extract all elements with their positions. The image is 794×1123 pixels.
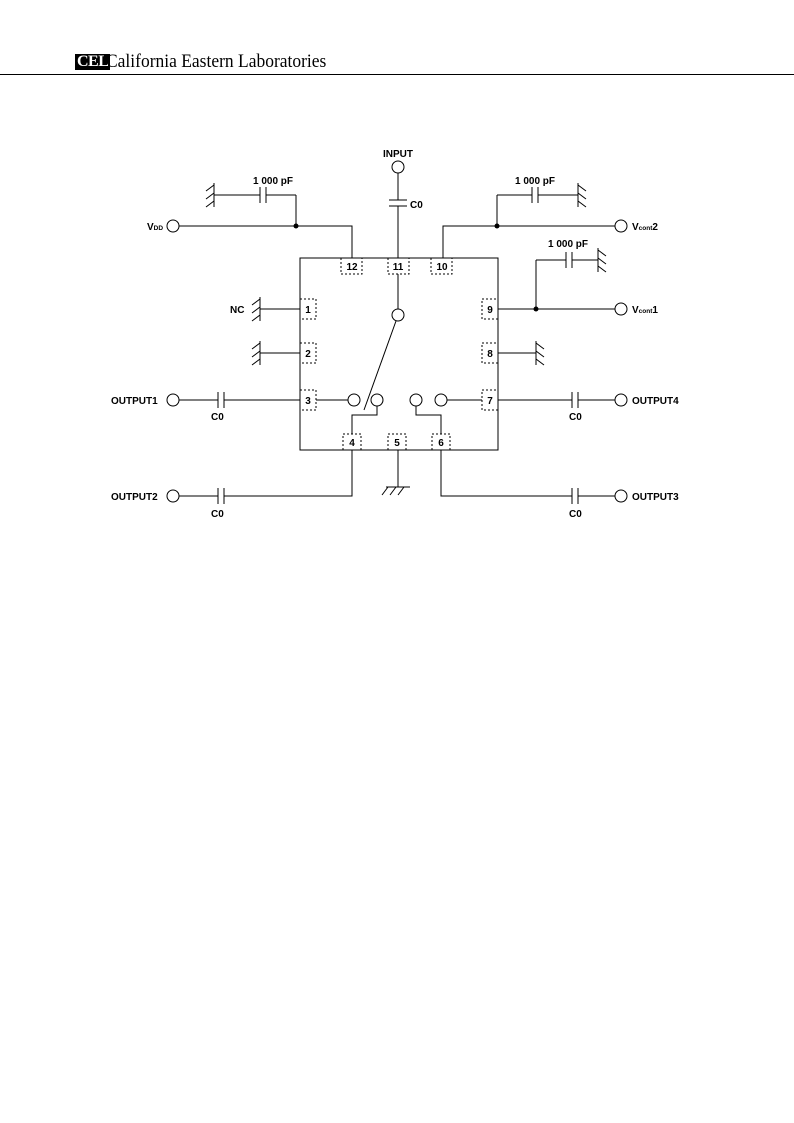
vcont1-cap-label: 1 000 pF: [548, 239, 588, 250]
pin-label-10: 10: [436, 262, 448, 273]
output3-label: OUTPUT3: [632, 492, 679, 503]
vcont1-junction: [533, 306, 539, 312]
output2-cap-label: C0: [211, 509, 224, 520]
vcont2-wire: [442, 225, 615, 258]
input-cap-label: C0: [410, 200, 423, 211]
pin-label-4: 4: [349, 438, 355, 449]
pin-label-9: 9: [487, 305, 493, 316]
pin-label-2: 2: [305, 349, 311, 360]
internal-pin4-wire: [351, 406, 378, 434]
pin-label-6: 6: [438, 438, 444, 449]
vdd-label: VDD: [147, 222, 163, 233]
nc-label: NC: [230, 305, 244, 316]
vcont1-terminal: [614, 302, 628, 316]
vdd-wire: [179, 225, 353, 258]
switch-contact-4: [434, 393, 448, 407]
pin-label-11: 11: [393, 262, 404, 273]
vcont2-terminal: [614, 219, 628, 233]
pin-label-3: 3: [305, 396, 311, 407]
input-terminal: [391, 160, 405, 174]
pin-label-12: 12: [346, 262, 358, 273]
output2-terminal: [166, 489, 180, 503]
switch-blade: [363, 320, 397, 411]
pin-box-11: [387, 257, 410, 275]
switch-contact-3: [409, 393, 423, 407]
pin-label-5: 5: [394, 438, 400, 449]
pin-box-12: [340, 257, 363, 275]
output3-terminal: [614, 489, 628, 503]
vdd-junction: [293, 223, 299, 229]
cel-logo: CEL: [75, 53, 111, 70]
output1-terminal: [166, 393, 180, 407]
pin-label-8: 8: [487, 349, 493, 360]
pin-label-1: 1: [305, 305, 311, 316]
pin-box-10: [430, 257, 453, 275]
output4-cap-label: C0: [569, 412, 582, 423]
header-rule: [0, 74, 794, 75]
output3-cap-label: C0: [569, 509, 582, 520]
switch-common: [391, 308, 405, 322]
vdd-cap-label: 1 000 pF: [253, 176, 293, 187]
vcont2-junction: [494, 223, 500, 229]
input-label: INPUT: [383, 149, 413, 160]
pin-box-5: [387, 433, 407, 451]
output2-label: OUTPUT2: [111, 492, 158, 503]
internal-pin6-wire: [415, 406, 442, 434]
ic-body: [299, 257, 499, 451]
output1-label: OUTPUT1: [111, 396, 158, 407]
output4-label: OUTPUT4: [632, 396, 679, 407]
pin-label-7: 7: [487, 396, 493, 407]
vdd-terminal: [166, 219, 180, 233]
vcont1-label: Vcont1: [632, 305, 658, 316]
switch-contact-1: [347, 393, 361, 407]
output1-cap-label: C0: [211, 412, 224, 423]
vcont2-label: Vcont2: [632, 222, 658, 233]
company-name: California Eastern Laboratories: [106, 51, 327, 72]
switch-contact-2: [370, 393, 384, 407]
output4-terminal: [614, 393, 628, 407]
vcont2-cap-label: 1 000 pF: [515, 176, 555, 187]
